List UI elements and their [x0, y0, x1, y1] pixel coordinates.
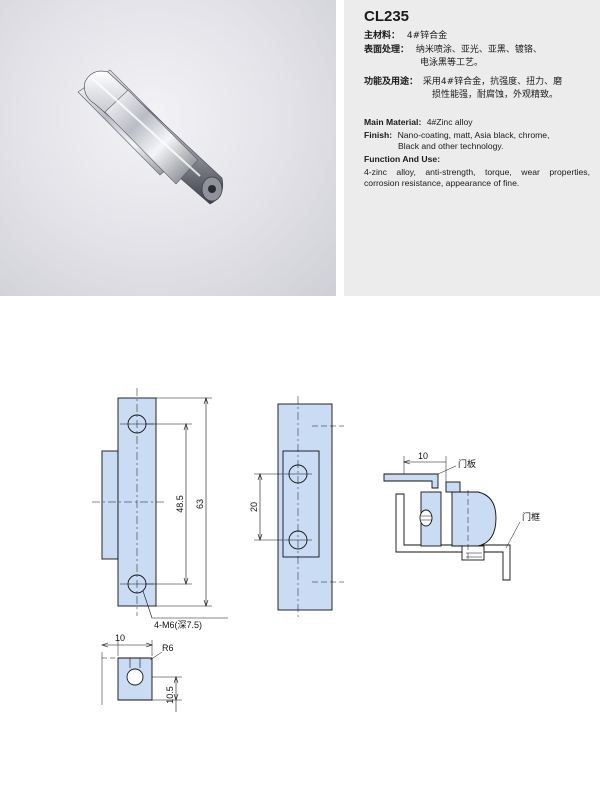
en-finish-row: Finish: Nano-coating, matt, Asia black, … [364, 130, 549, 141]
cn-material-label: 主材料： [364, 31, 401, 41]
cn-material-value: 4#锌合金 [406, 31, 448, 41]
en-function-text: 4-zinc alloy, anti-strength, torque, wea… [364, 167, 590, 188]
cn-function-value-1: 采用4#锌合金，抗强度、扭力、磨 [422, 77, 563, 87]
install-view [383, 456, 521, 581]
front-view-flange [101, 450, 119, 560]
dim-10-bottom: 10 [115, 633, 125, 643]
dim-48-5: 48.5 [175, 495, 185, 513]
product-photo [0, 0, 336, 296]
en-material-value: 4#Zinc alloy [426, 117, 473, 127]
cn-surface-value-2: 电泳黑等工艺。 [420, 58, 484, 68]
cn-surface-row: 表面处理： 纳米喷涂、亚光、亚黑、镀铬、 [364, 44, 542, 56]
en-function-label: Function And Use: [364, 154, 440, 165]
front-view [92, 388, 228, 619]
cn-surface-value-1: 纳米喷涂、亚光、亚黑、镀铬、 [415, 45, 542, 55]
hole-note: 4-M6(深7.5) [154, 620, 202, 630]
cn-material-row: 主材料： 4#锌合金 [364, 30, 447, 42]
en-finish-value-1: Nano-coating, matt, Asia black, chrome, [397, 130, 550, 140]
spec-panel: CL235 主材料： 4#锌合金 表面处理： 纳米喷涂、亚光、亚黑、镀铬、 电泳… [344, 0, 600, 296]
install-hinge-knuckle [451, 491, 497, 547]
dim-10-side: 10 [418, 451, 428, 461]
en-material-row: Main Material: 4#Zinc alloy [364, 117, 473, 128]
en-finish-label: Finish: [364, 130, 393, 140]
en-material-label: Main Material: [364, 117, 422, 127]
cn-surface-label: 表面处理： [364, 45, 410, 55]
dim-63: 63 [195, 499, 205, 509]
side-view [254, 396, 344, 618]
label-door-panel: 门板 [458, 458, 476, 469]
cn-function-label: 功能及用途： [364, 77, 419, 87]
model-number: CL235 [364, 8, 410, 25]
en-finish-value-2: Black and other technology. [398, 141, 504, 151]
door-panel-plate [383, 473, 439, 489]
en-function-label-text: Function And Use: [364, 154, 441, 164]
dim-20: 20 [249, 502, 259, 512]
dim-10-5: 10.5 [165, 686, 175, 704]
label-door-frame: 门框 [522, 511, 540, 522]
cn-function-value-2: 损性能强，耐腐蚀，外观精致。 [432, 90, 559, 100]
dim-r6: R6 [162, 643, 174, 653]
hinge-photo-image [77, 69, 224, 205]
cn-function-row: 功能及用途： 采用4#锌合金，抗强度、扭力、磨 [364, 76, 562, 88]
technical-drawing: 48.5 63 20 4-M6(深7.5) 10 R6 10.5 10 门板 门… [0, 296, 600, 785]
door-frame-bracket [395, 493, 511, 581]
drawing-canvas: 48.5 63 20 4-M6(深7.5) 10 R6 10.5 10 门板 门… [92, 388, 540, 712]
detail-view [101, 640, 182, 712]
detail-view-hole [126, 668, 144, 686]
